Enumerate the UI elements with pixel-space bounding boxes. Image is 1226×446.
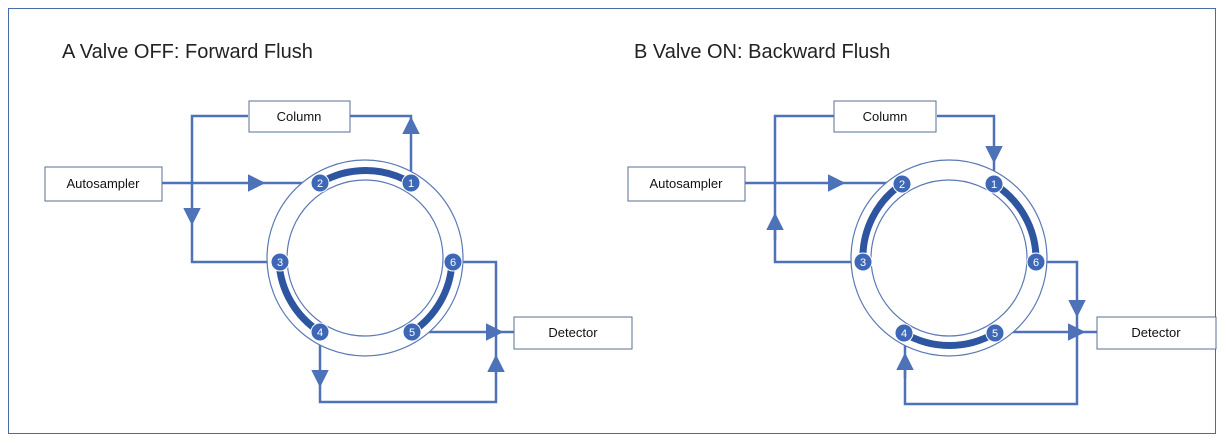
port-6: 6 [443, 252, 463, 272]
groove-2-1 [316, 167, 415, 187]
autosampler-box: Autosampler [44, 166, 163, 202]
panel-b-tubing [745, 114, 1097, 406]
panel-a-tubing [162, 114, 514, 404]
port-5: 5 [402, 322, 422, 342]
panel-a-ports: 1 2 3 4 5 6 [270, 173, 463, 342]
panel-b-title: B Valve ON: Backward Flush [634, 41, 890, 63]
svg-text:5: 5 [409, 327, 415, 339]
svg-text:1: 1 [408, 178, 414, 190]
svg-text:6: 6 [1033, 257, 1039, 269]
tube-to-port3 [190, 220, 279, 264]
groove-1-6 [990, 180, 1040, 266]
groove-4-5 [900, 329, 999, 349]
column-box: Column [248, 100, 351, 133]
column-box: Column [833, 100, 937, 133]
svg-text:Autosampler: Autosampler [650, 176, 724, 191]
svg-text:6: 6 [450, 257, 456, 269]
detector-box: Detector [513, 316, 633, 350]
port-5: 5 [985, 323, 1005, 343]
groove-2-3 [859, 180, 906, 266]
autosampler-box: Autosampler [627, 166, 746, 202]
port-2: 2 [310, 173, 330, 193]
svg-text:Detector: Detector [1131, 325, 1181, 340]
svg-text:1: 1 [991, 179, 997, 191]
port-6: 6 [1026, 252, 1046, 272]
tube-column-right [350, 114, 413, 120]
svg-text:5: 5 [992, 328, 998, 340]
figure-frame [8, 8, 1216, 434]
svg-text:4: 4 [317, 327, 323, 339]
port-1: 1 [984, 174, 1004, 194]
detector-box: Detector [1096, 316, 1217, 350]
port-4: 4 [310, 322, 330, 342]
tube-column-left-down [183, 114, 248, 226]
svg-text:Detector: Detector [548, 325, 598, 340]
svg-text:3: 3 [860, 257, 866, 269]
tube-bottom-loop [318, 362, 498, 404]
panel-a-title: A Valve OFF: Forward Flush [62, 41, 313, 63]
port-2: 2 [892, 174, 912, 194]
port-1: 1 [401, 173, 421, 193]
panel-a: A Valve OFF: Forward Flush [44, 41, 633, 404]
svg-text:3: 3 [277, 257, 283, 269]
svg-text:Autosampler: Autosampler [67, 176, 141, 191]
tube-column-left-loop [773, 114, 862, 264]
port-4: 4 [894, 323, 914, 343]
tube-column-right [937, 114, 996, 150]
tube-bottom-loop [903, 312, 1079, 406]
svg-text:4: 4 [901, 328, 907, 340]
svg-text:2: 2 [317, 178, 323, 190]
port-3: 3 [853, 252, 873, 272]
panel-b: B Valve ON: Backward Flush [627, 41, 1217, 406]
port-3: 3 [270, 252, 290, 272]
valve-inner-ring [286, 179, 444, 337]
svg-text:Column: Column [863, 109, 908, 124]
svg-text:2: 2 [899, 179, 905, 191]
tube-to-port6 [456, 260, 498, 360]
svg-text:Column: Column [277, 109, 322, 124]
valve-inner-ring [870, 179, 1028, 337]
tube-port6-out [1036, 260, 1079, 310]
panel-b-ports: 1 2 3 4 5 6 [853, 174, 1046, 343]
